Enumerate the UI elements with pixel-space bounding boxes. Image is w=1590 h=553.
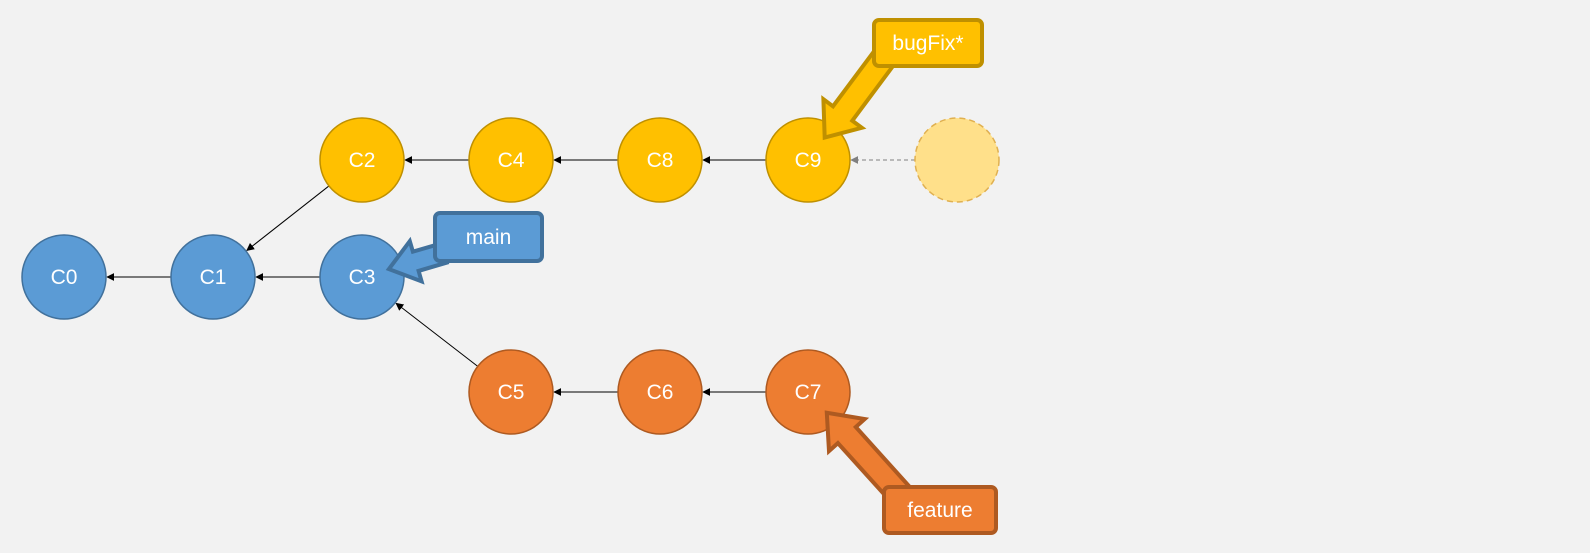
branch-pointer-main: main xyxy=(385,211,544,285)
commit-node-c3: C3 xyxy=(319,234,405,320)
commit-circle xyxy=(319,234,405,320)
commit-label: C4 xyxy=(498,149,525,172)
branch-pointer-bugfix: bugFix* xyxy=(821,18,984,141)
commit-label: C6 xyxy=(647,381,674,404)
commit-circle xyxy=(468,117,554,203)
branch-arrow xyxy=(385,236,450,285)
commit-label: C5 xyxy=(498,381,525,404)
commit-edges xyxy=(106,156,915,396)
commit-node-c2: C2 xyxy=(319,117,405,203)
commit-node-c4: C4 xyxy=(468,117,554,203)
commit-circle xyxy=(319,117,405,203)
branch-label-box xyxy=(872,18,984,68)
commit-node-c5: C5 xyxy=(468,349,554,435)
commit-circle xyxy=(617,117,703,203)
branch-pointer-feature: feature xyxy=(824,410,998,535)
commit-label: C3 xyxy=(349,266,376,289)
commit-label: C2 xyxy=(349,149,376,172)
commit-circle xyxy=(468,349,554,435)
commit-circle xyxy=(617,349,703,435)
branch-label: feature xyxy=(907,499,972,522)
commit-label: C7 xyxy=(795,381,822,404)
pending-commit-node xyxy=(914,117,1000,203)
commit-node-c8: C8 xyxy=(617,117,703,203)
commit-label: C0 xyxy=(51,266,78,289)
branch-label: bugFix* xyxy=(892,32,963,55)
edge-c2-to-c1 xyxy=(246,185,330,251)
edge-c5-to-c3 xyxy=(395,302,479,367)
commit-label: C9 xyxy=(795,149,822,172)
commit-circle xyxy=(170,234,256,320)
commit-node-c1: C1 xyxy=(170,234,256,320)
branch-label-box xyxy=(882,485,998,535)
branch-arrow xyxy=(821,47,897,141)
branch-label: main xyxy=(466,226,512,249)
branch-label-box xyxy=(433,211,544,263)
branch-pointers: bugFix* main feature xyxy=(385,18,998,535)
commit-circle xyxy=(765,117,851,203)
commit-node-c0: C0 xyxy=(21,234,107,320)
commit-node-c6: C6 xyxy=(617,349,703,435)
commit-circle xyxy=(21,234,107,320)
commit-label: C1 xyxy=(200,266,227,289)
commit-label: C8 xyxy=(647,149,674,172)
commit-node-c9: C9 xyxy=(765,117,851,203)
